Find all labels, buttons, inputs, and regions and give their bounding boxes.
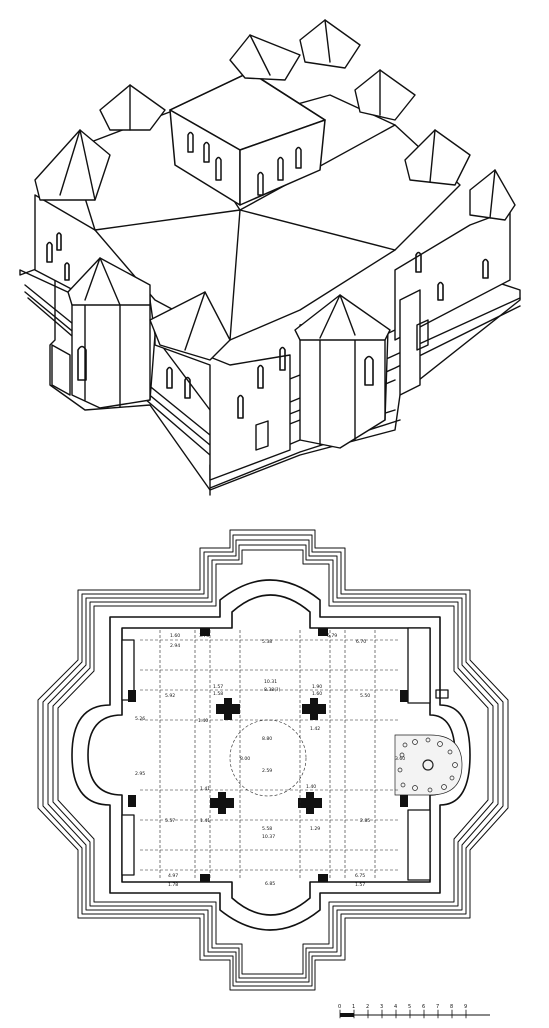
lantern [169,71,326,206]
scale-tick-9: 9 [464,1004,467,1010]
scale-tick-1: 1 [352,1004,355,1010]
dim-right-0: 5.50 [360,693,370,699]
dim-center-2: 8.00 [240,756,250,762]
scale-tick-7: 7 [436,1004,439,1010]
dim-center-4: 10.37 [262,834,275,840]
dim-center-0: 2.59 [262,768,272,774]
dim-left-5: 1.78 [168,882,178,888]
dim-left-0: 5.92 [165,693,175,699]
dim-top-7: 8.38(?) [264,687,280,693]
scale-tick-5: 5 [408,1004,411,1010]
scale-tick-0: 0 [338,1004,341,1010]
dim-top-9: 1.58 [213,691,223,697]
plan-dimension-lines [140,630,400,880]
scale-tick-8: 8 [450,1004,453,1010]
dim-right-2: 2.85 [360,818,370,824]
dim-center-3: 5.58 [262,826,272,832]
windows [46,232,489,419]
floor-plan: 1.60 2.94 3.75 5.38 5.79 6.70 10.31 8.38… [37,529,509,991]
plan-dimension-labels: 1.60 2.94 3.75 5.38 5.79 6.70 10.31 8.38… [135,633,405,888]
plan-walls [71,579,471,931]
dim-pier-2: 1.41 [200,818,210,824]
dim-top-5: 6.70 [356,639,366,645]
dim-top-4: 5.79 [327,633,337,639]
plan-stone-apse [394,734,463,796]
dim-left-3: 5.57 [165,818,175,824]
dim-top-10: 1.90 [312,684,322,690]
dim-pier-3: 1.40 [306,784,316,790]
dim-top-2: 3.75 [199,633,209,639]
dim-top-1: 2.94 [170,643,180,649]
secondary-roofs [34,19,516,361]
dim-center-5: 6.85 [265,881,275,887]
dim-pier-5: 1.29 [310,826,320,832]
walls [34,194,511,481]
scale-bar: 0 1 2 3 4 5 6 7 8 9 [338,1004,490,1019]
dim-top-3: 5.38 [262,639,272,645]
plan-chambers [121,627,449,881]
dim-pier-0: 1.40 [198,718,208,724]
plan-piers [128,628,408,882]
dim-center-1: 8.80 [262,736,272,742]
scale-tick-4: 4 [394,1004,397,1010]
scale-tick-2: 2 [366,1004,369,1010]
dim-top-8: 1.57 [213,684,223,690]
dim-pier-4: 1.41 [200,786,210,792]
dim-top-6: 10.31 [264,679,277,685]
dim-left-4: 4.97 [168,873,178,879]
dim-top-11: 1.60 [312,691,322,697]
plan-step-outlines [37,529,509,991]
doors [255,319,429,451]
dim-right-4: 1.57 [355,882,365,888]
dim-right-3: 6.75 [355,873,365,879]
scale-tick-3: 3 [380,1004,383,1010]
dim-left-2: 2.95 [135,771,145,777]
dim-pier-1: 1.42 [310,726,320,732]
dim-right-1: 3.60 [395,756,405,762]
dim-left-1: 5.26 [135,716,145,722]
axonometric-view [19,19,521,496]
dim-top-0: 1.60 [170,633,180,639]
scale-tick-6: 6 [422,1004,425,1010]
